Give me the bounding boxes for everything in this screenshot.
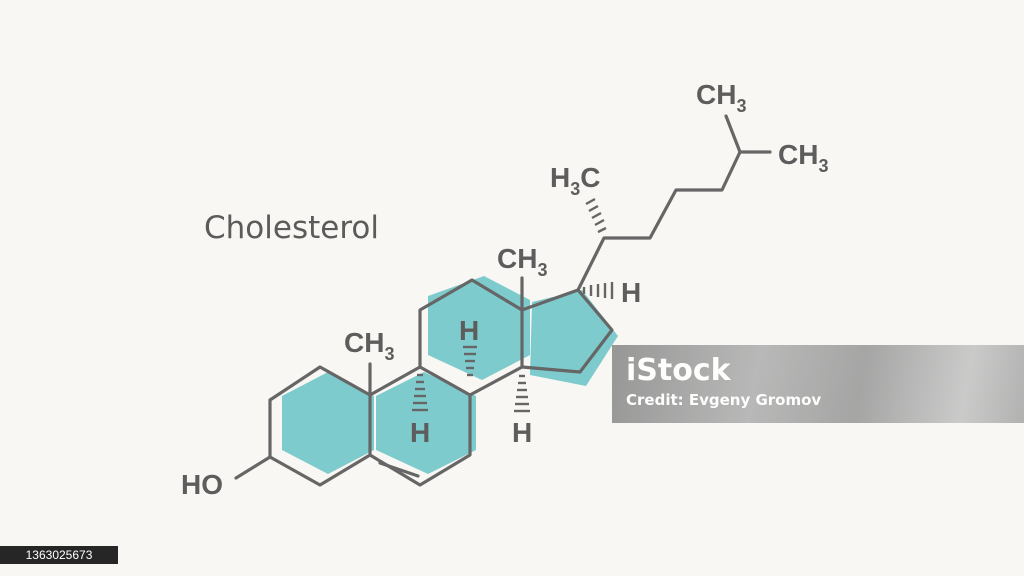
label-h-c8: H: [459, 315, 479, 346]
atom-labels: HO CH3 CH3 H3C CH3 CH3 H H H H: [181, 79, 828, 500]
ring-fills: [282, 276, 618, 474]
ring-c-fill: [428, 276, 530, 380]
label-h-c17: H: [621, 277, 641, 308]
label-terminal-methyl-top: CH3: [696, 79, 746, 116]
hydroxyl-bond: [234, 455, 272, 480]
ring-b: [368, 365, 472, 487]
hash-c17-h: [582, 282, 614, 299]
ring-d: [520, 288, 614, 374]
label-h-c14: H: [512, 417, 532, 448]
side-chain: [576, 150, 742, 292]
label-h-c9: H: [410, 417, 430, 448]
ring-d-fill: [530, 290, 618, 386]
molecule-title: Cholesterol: [204, 210, 379, 246]
ring-a-fill: [282, 372, 374, 474]
label-methyl-c10: CH3: [344, 327, 394, 364]
hashed-bonds: [412, 197, 614, 413]
side-chain-branch-top: [724, 114, 742, 154]
watermark-credit: Credit: Evgeny Gromov: [626, 391, 822, 409]
stock-watermark: iStock Credit: Evgeny Gromov: [612, 345, 1024, 423]
bonds: [234, 114, 772, 487]
label-methyl-c20: H3C: [550, 162, 600, 199]
double-bond-c5-c6: [378, 461, 420, 478]
label-methyl-c13: CH3: [497, 243, 547, 280]
label-terminal-methyl-right: CH3: [778, 139, 828, 176]
hash-c9-h: [412, 373, 428, 412]
ring-b-fill: [376, 372, 476, 474]
watermark-brand: iStock: [626, 353, 731, 388]
stock-image-id: 1363025673: [0, 546, 118, 564]
hash-c14-h: [514, 374, 530, 413]
ring-c: [418, 278, 524, 397]
label-hydroxyl: HO: [181, 469, 223, 500]
hash-c8-h: [463, 345, 477, 377]
hash-c20-methyl: [585, 197, 607, 234]
